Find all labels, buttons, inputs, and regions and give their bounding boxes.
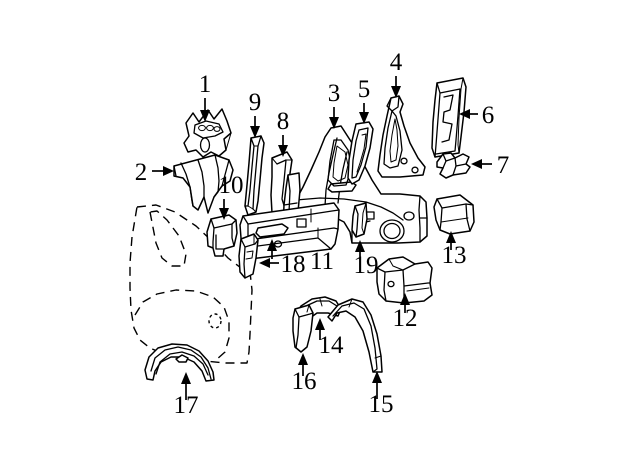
callout-label-11: 11	[310, 248, 334, 275]
callout-11: 11	[267, 239, 334, 275]
callout-label-10: 10	[219, 172, 244, 199]
part-9-b-pillar-reinforcement	[244, 135, 265, 216]
callout-label-1: 1	[199, 71, 212, 98]
callout-8: 8	[277, 108, 290, 157]
callout-2: 2	[135, 159, 174, 186]
callout-1: 1	[199, 71, 212, 122]
callout-15: 15	[369, 371, 394, 418]
callout-label-17: 17	[174, 392, 199, 419]
callout-label-5: 5	[358, 76, 371, 103]
part-19-quarter-panel-filler-strip	[351, 202, 368, 238]
callout-3: 3	[328, 80, 341, 129]
callout-17: 17	[174, 372, 199, 419]
callout-5: 5	[358, 76, 371, 124]
part-13-rear-corner-extension	[433, 194, 475, 235]
callout-12: 12	[393, 293, 418, 332]
callout-label-16: 16	[292, 368, 317, 395]
callout-label-3: 3	[328, 80, 341, 107]
part-18-rocker-panel-end-cap	[238, 233, 259, 279]
callout-label-8: 8	[277, 108, 290, 135]
part-3-quarter-panel-outer	[282, 125, 428, 244]
callout-4: 4	[390, 49, 403, 98]
part-11-rocker-panel-outer	[239, 202, 340, 260]
part-5-quarter-window-frame-seal	[347, 121, 374, 185]
callout-10: 10	[219, 172, 244, 220]
callout-label-6: 6	[482, 102, 495, 129]
callout-16: 16	[292, 353, 317, 395]
part-17-wheel-opening-molding	[144, 343, 215, 382]
part-12-rear-closing-panel	[376, 256, 433, 304]
callout-14: 14	[315, 318, 344, 359]
callout-label-2: 2	[135, 159, 148, 186]
callout-7: 7	[471, 152, 509, 179]
part-6-rear-body-pillar-inner	[431, 77, 467, 158]
callout-label-12: 12	[393, 305, 418, 332]
callout-label-13: 13	[442, 242, 467, 269]
callout-label-15: 15	[369, 391, 394, 418]
callout-label-7: 7	[497, 152, 510, 179]
part-10-seat-belt-anchor-bracket	[206, 214, 238, 257]
callout-18: 18	[259, 251, 306, 278]
part-15-wheelhouse-outer-panel	[327, 298, 383, 373]
callout-6: 6	[459, 102, 494, 129]
part-16-wheelhouse-filler-piece	[292, 304, 314, 353]
part-4-sail-panel-reinforcement	[377, 95, 426, 178]
callout-label-19: 19	[354, 252, 379, 279]
callout-layer: 1 2 3 4 5	[135, 49, 510, 419]
callout-label-14: 14	[319, 332, 345, 359]
part-7-striker-reinforcement-plate	[436, 152, 471, 179]
callout-label-9: 9	[249, 89, 262, 116]
door-outline-reference	[129, 204, 253, 364]
callout-label-4: 4	[390, 49, 403, 76]
part-1-roof-rail-reinforcement-bracket	[183, 108, 232, 158]
part-2-wheelhouse-inner-brace	[173, 154, 234, 214]
callout-9: 9	[249, 89, 262, 138]
callout-19: 19	[354, 240, 379, 279]
callout-label-18: 18	[281, 251, 306, 278]
callout-13: 13	[442, 231, 467, 269]
